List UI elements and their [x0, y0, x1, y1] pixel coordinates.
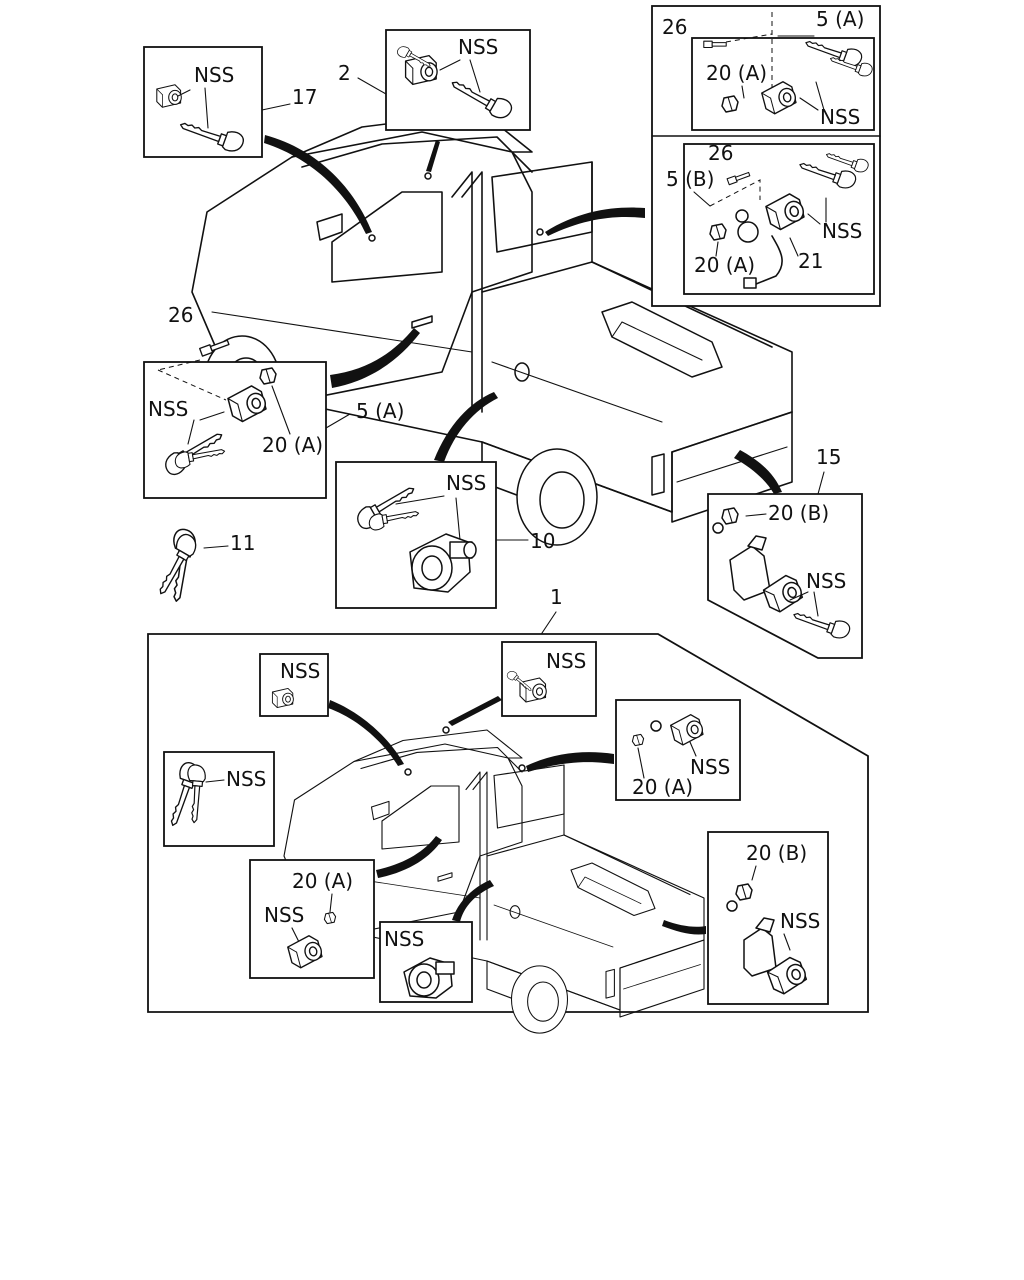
- part-box-5a-5b: 26 5 (A) 20 (A) NSS 26 5 (B) NSS 20 (A): [651, 5, 881, 307]
- part-box-5a-left: NSS 20 (A): [143, 359, 327, 499]
- callout-10: 10: [530, 529, 555, 553]
- leader-arc-10: [434, 392, 498, 462]
- leader-arc-15: [734, 450, 782, 494]
- nss-label: NSS: [690, 755, 730, 779]
- callout-5a-left: 5 (A): [356, 399, 404, 423]
- leader-arc-17: [264, 135, 372, 234]
- set-box-20a-right: NSS 20 (A): [615, 699, 741, 801]
- nss-label: NSS: [226, 767, 266, 791]
- callout-2: 2: [338, 61, 351, 85]
- set-box-door-cylinder: NSS: [501, 641, 597, 717]
- nss-label: NSS: [264, 903, 304, 927]
- set-box-cylinder: NSS: [259, 653, 329, 717]
- callout-20b-bot: 20 (B): [746, 841, 807, 865]
- nss-label: NSS: [822, 219, 862, 243]
- part-box-10: NSS: [335, 461, 497, 609]
- nss-label: NSS: [148, 397, 188, 421]
- nss-label: NSS: [546, 649, 586, 673]
- nss-label: NSS: [458, 35, 498, 59]
- nss-label: NSS: [384, 927, 424, 951]
- set-box-fuel-lock: NSS: [379, 921, 473, 1003]
- nss-label: NSS: [780, 909, 820, 933]
- part-box-15: 20 (B) NSS: [707, 493, 863, 659]
- leader-arc-5a-left: [330, 328, 420, 388]
- callout-20a-bot-right: 20 (A): [632, 775, 693, 799]
- nss-label: NSS: [446, 471, 486, 495]
- callout-11: 11: [230, 531, 255, 555]
- callout-5b: 5 (B): [666, 167, 714, 191]
- set-box-20b: 20 (B) NSS: [707, 831, 829, 1005]
- set-box-keys: NSS: [160, 751, 275, 847]
- callout-20a-left: 20 (A): [262, 433, 323, 457]
- part-box-17: NSS: [143, 46, 263, 158]
- leader-arc-5b: [545, 207, 645, 236]
- callout-21: 21: [798, 249, 823, 273]
- callout-17: 17: [292, 85, 317, 109]
- part-box-2: NSS: [385, 29, 531, 131]
- callout-26-mid: 26: [708, 141, 733, 165]
- nss-label: NSS: [806, 569, 846, 593]
- callout-20b-right: 20 (B): [768, 501, 829, 525]
- keys-11: 11: [149, 527, 255, 604]
- set-box-20a-left: 20 (A) NSS: [249, 859, 375, 979]
- callout-1: 1: [550, 585, 563, 609]
- callout-26-top: 26: [662, 15, 687, 39]
- leader-arc-2: [426, 140, 440, 172]
- callout-20a-bot-left: 20 (A): [292, 869, 353, 893]
- callout-5a-top: 5 (A): [816, 7, 864, 31]
- nss-label: NSS: [194, 63, 234, 87]
- nss-label: NSS: [820, 105, 860, 129]
- callout-26-left: 26: [168, 303, 193, 327]
- callout-15: 15: [816, 445, 841, 469]
- callout-20a-mid: 20 (A): [694, 253, 755, 277]
- callout-20a-top: 20 (A): [706, 61, 767, 85]
- nss-label: NSS: [280, 659, 320, 683]
